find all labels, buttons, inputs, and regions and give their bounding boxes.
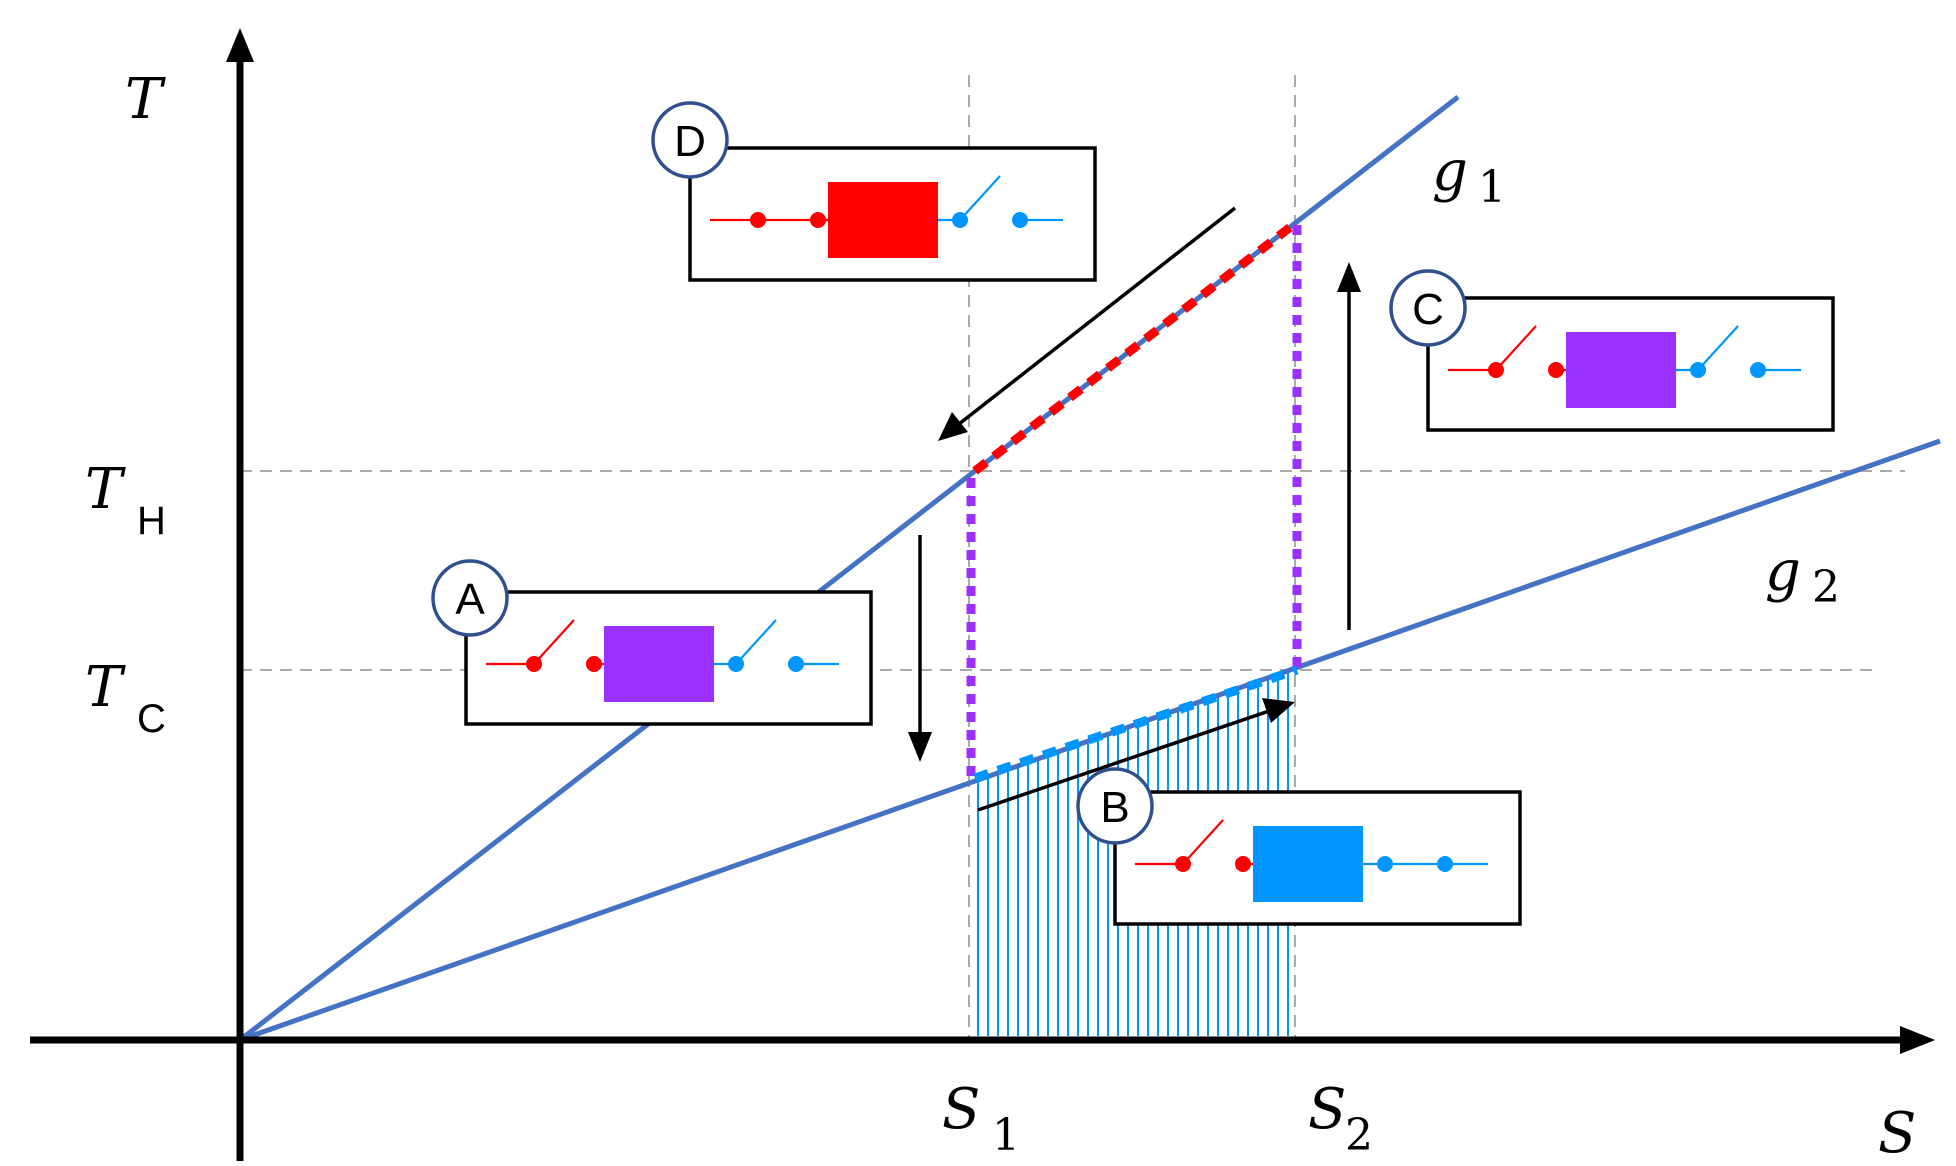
x-axis-label: S [1878,1101,1916,1161]
arrow-d-direction [943,206,1237,437]
arrow-a-head [908,732,932,762]
g2-label: g [1765,539,1801,604]
stage-d-badge [651,101,729,179]
tc-subscript: C [137,697,166,741]
working-medium-block [604,626,714,702]
hot-terminal [750,212,766,228]
stage-a-schematic: A [431,559,873,726]
hot-terminal [526,656,542,672]
stage-d-schematic: D [651,101,1097,282]
working-medium-block [828,182,938,258]
s1-subscript: 1 [992,1110,1020,1161]
g1-curve [238,95,1460,1042]
arrow-c-head [1337,262,1361,292]
cold-switch-open [959,175,1001,221]
stage-a-label: A [455,575,485,624]
s1-label: S [942,1077,980,1142]
cold-switch-open [735,619,777,665]
stage-b-label: B [1100,783,1129,832]
stage-c-schematic: C [1389,269,1835,432]
arrow-b-head [1262,698,1295,723]
working-medium-block [1253,826,1363,902]
stage-b-schematic: B [1076,767,1522,926]
stage-c-label: C [1412,285,1444,334]
hot-terminal [1175,856,1191,872]
s2-subscript: 2 [1345,1110,1373,1161]
arrow-b-direction [977,708,1273,812]
tc-label: T [85,655,126,720]
cold-terminal [728,656,744,672]
working-medium-block [1566,332,1676,408]
th-label: T [85,457,126,522]
arrow-d-head [938,412,968,441]
cold-switch-open [1697,325,1739,371]
hot-switch-open [1495,325,1537,371]
cold-terminal [1377,856,1393,872]
hot-terminal [1488,362,1504,378]
s2-label: S [1308,1077,1346,1142]
stage-d-label: D [674,117,706,166]
th-subscript: H [137,499,166,543]
hot-terminal [810,212,826,228]
cold-terminal [1437,856,1453,872]
hot-switch-open [533,619,575,665]
y-axis-arrowhead [226,28,254,62]
path-d-isothermal-hot [972,221,1296,475]
y-axis-label: T [125,67,166,132]
path-b-isothermal-cold [973,665,1299,783]
stage-a-badge [431,559,509,637]
stage-c-badge [1389,269,1467,347]
stage-b-badge [1076,767,1154,845]
cold-terminal [1690,362,1706,378]
g2-subscript: 2 [1812,562,1840,613]
hot-switch-open [1182,819,1224,865]
g1-subscript: 1 [1478,162,1506,213]
g1-label: g [1432,139,1468,204]
cold-terminal [952,212,968,228]
x-axis-arrowhead [1900,1026,1935,1054]
